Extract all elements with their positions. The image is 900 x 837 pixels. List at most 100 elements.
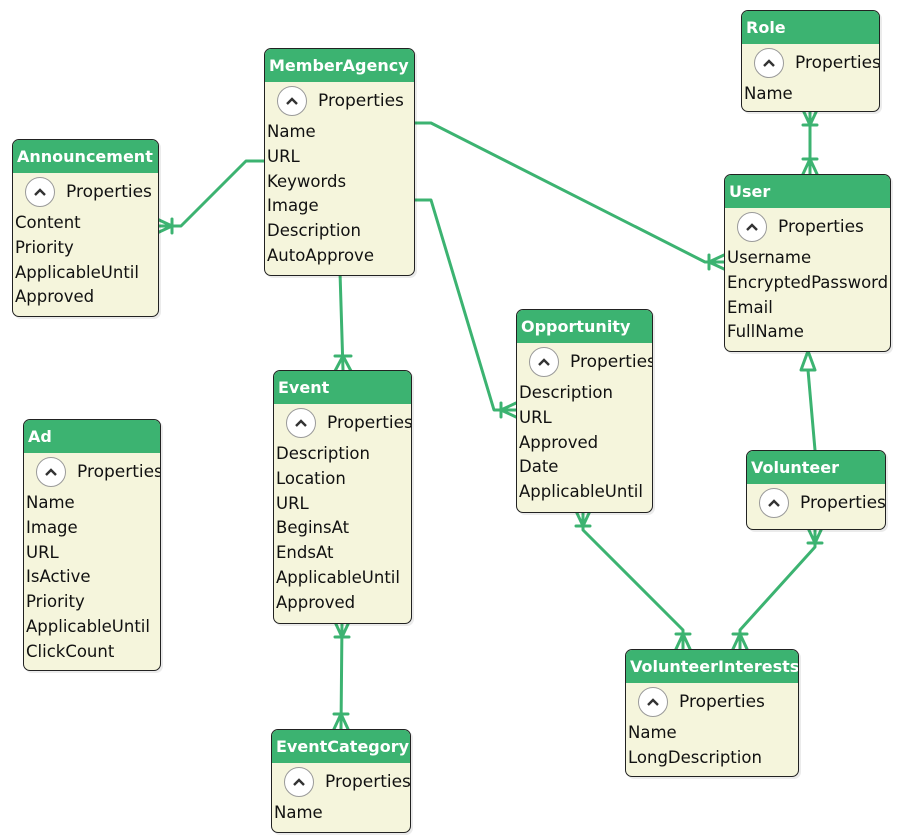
crowfoot-vi-left (674, 632, 692, 651)
property[interactable]: Name (26, 493, 75, 512)
properties-section-toggle[interactable]: Properties (742, 44, 879, 82)
properties-label: Properties (800, 493, 886, 513)
property[interactable]: URL (276, 493, 309, 513)
property[interactable]: FullName (727, 322, 804, 342)
entity-memberagency[interactable]: MemberAgency Properties Name URL Keyword… (264, 48, 415, 276)
property[interactable]: ApplicableUntil (26, 616, 150, 636)
crowfoot-opportunity-bottom (574, 509, 592, 528)
properties-section-toggle[interactable]: Properties (274, 404, 411, 442)
property[interactable]: Image (267, 196, 319, 216)
chevron-up-icon[interactable] (284, 767, 314, 797)
properties-section-toggle[interactable]: Properties (747, 484, 885, 522)
connector-memberagency-event (338, 270, 345, 372)
entity-event[interactable]: Event Properties Description Location UR… (273, 370, 412, 624)
property[interactable]: Keywords (267, 171, 347, 191)
crowfoot-event (333, 354, 353, 373)
property[interactable]: ApplicableUntil (15, 262, 139, 282)
entity-title[interactable]: EventCategory (272, 730, 410, 763)
properties-label: Properties (570, 352, 653, 372)
property[interactable]: Description (267, 221, 361, 241)
property[interactable]: Priority (26, 592, 85, 612)
properties-label: Properties (795, 53, 880, 73)
properties-section-toggle[interactable]: Properties (626, 683, 798, 721)
connector-volunteer-user (806, 368, 817, 452)
entity-title[interactable]: Opportunity (517, 310, 652, 343)
crowfoot-announcement (155, 217, 174, 235)
property[interactable]: Username (727, 248, 812, 267)
property[interactable]: URL (26, 542, 59, 562)
entity-volunteerinterests[interactable]: VolunteerInterests Properties Name LongD… (625, 649, 799, 777)
chevron-up-icon[interactable] (754, 48, 784, 78)
crowfoot-event-bottom (333, 620, 351, 639)
crowfoot-user-top (801, 157, 819, 176)
property[interactable]: EncryptedPassword (727, 272, 889, 292)
chevron-up-icon[interactable] (286, 408, 316, 438)
property[interactable]: AutoApprove (267, 245, 374, 265)
property[interactable]: Name (744, 84, 793, 103)
property[interactable]: Approved (15, 287, 95, 307)
property[interactable]: BeginsAt (276, 518, 350, 538)
entity-title[interactable]: User (725, 175, 890, 208)
chevron-up-icon[interactable] (36, 457, 66, 487)
entity-title[interactable]: Ad (24, 420, 160, 453)
properties-section-toggle[interactable]: Properties (725, 208, 890, 246)
property[interactable]: ApplicableUntil (276, 567, 400, 587)
property[interactable]: Email (727, 297, 773, 317)
property[interactable]: IsActive (26, 567, 91, 587)
chevron-up-icon[interactable] (277, 86, 307, 116)
property[interactable]: Approved (276, 592, 356, 612)
property[interactable]: Content (15, 213, 81, 232)
properties-section-toggle[interactable]: Properties (24, 453, 160, 491)
entity-title[interactable]: Role (742, 11, 879, 44)
properties-label: Properties (77, 462, 161, 482)
chevron-up-icon[interactable] (759, 488, 789, 518)
connector-event-eventcategory (339, 620, 344, 731)
entity-ad[interactable]: Ad Properties Name Image URL IsActive Pr… (23, 419, 161, 671)
entity-volunteer[interactable]: Volunteer Properties (746, 450, 886, 530)
property[interactable]: ClickCount (26, 641, 115, 661)
entity-title[interactable]: VolunteerInterests (626, 650, 798, 683)
entity-role[interactable]: Role Properties Name (741, 10, 880, 112)
properties-label: Properties (318, 91, 404, 111)
entity-title[interactable]: MemberAgency (265, 49, 414, 82)
property[interactable]: Name (274, 803, 323, 822)
chevron-up-icon[interactable] (529, 347, 559, 377)
property[interactable]: ApplicableUntil (519, 482, 643, 502)
properties-section-toggle[interactable]: Properties (272, 763, 410, 801)
property[interactable]: URL (519, 407, 552, 427)
properties-label: Properties (327, 413, 412, 433)
property[interactable]: Priority (15, 237, 74, 257)
entity-announcement[interactable]: Announcement Properties Content Priority… (12, 139, 159, 317)
entity-opportunity[interactable]: Opportunity Properties Description URL A… (516, 309, 653, 513)
entity-title[interactable]: Announcement (13, 140, 158, 173)
property[interactable]: LongDescription (628, 747, 762, 767)
property[interactable]: Location (276, 468, 346, 488)
property[interactable]: Description (276, 444, 370, 463)
crowfoot-user (707, 253, 726, 271)
chevron-up-icon[interactable] (737, 212, 767, 242)
chevron-up-icon[interactable] (25, 177, 55, 207)
property[interactable]: Date (519, 457, 559, 477)
entity-user[interactable]: User Properties Username EncryptedPasswo… (724, 174, 891, 352)
crowfoot-eventcategory (332, 712, 350, 731)
crowfoot-opportunity (499, 401, 518, 419)
inheritance-arrow (799, 349, 817, 372)
property[interactable]: EndsAt (276, 543, 334, 563)
property[interactable]: Name (628, 723, 677, 742)
properties-section-toggle[interactable]: Properties (13, 173, 158, 211)
connector-memberagency-user (411, 121, 726, 264)
entity-eventcategory[interactable]: EventCategory Properties Name (271, 729, 411, 833)
property[interactable]: Approved (519, 432, 599, 452)
properties-label: Properties (679, 692, 765, 712)
properties-section-toggle[interactable]: Properties (265, 82, 414, 120)
property[interactable]: Description (519, 383, 613, 402)
property[interactable]: Name (267, 122, 316, 141)
entity-title[interactable]: Volunteer (747, 451, 885, 484)
properties-label: Properties (325, 772, 411, 792)
chevron-up-icon[interactable] (638, 687, 668, 717)
property[interactable]: URL (267, 146, 300, 166)
entity-title[interactable]: Event (274, 371, 411, 404)
properties-label: Properties (778, 217, 864, 237)
property[interactable]: Image (26, 517, 78, 537)
properties-section-toggle[interactable]: Properties (517, 343, 652, 381)
